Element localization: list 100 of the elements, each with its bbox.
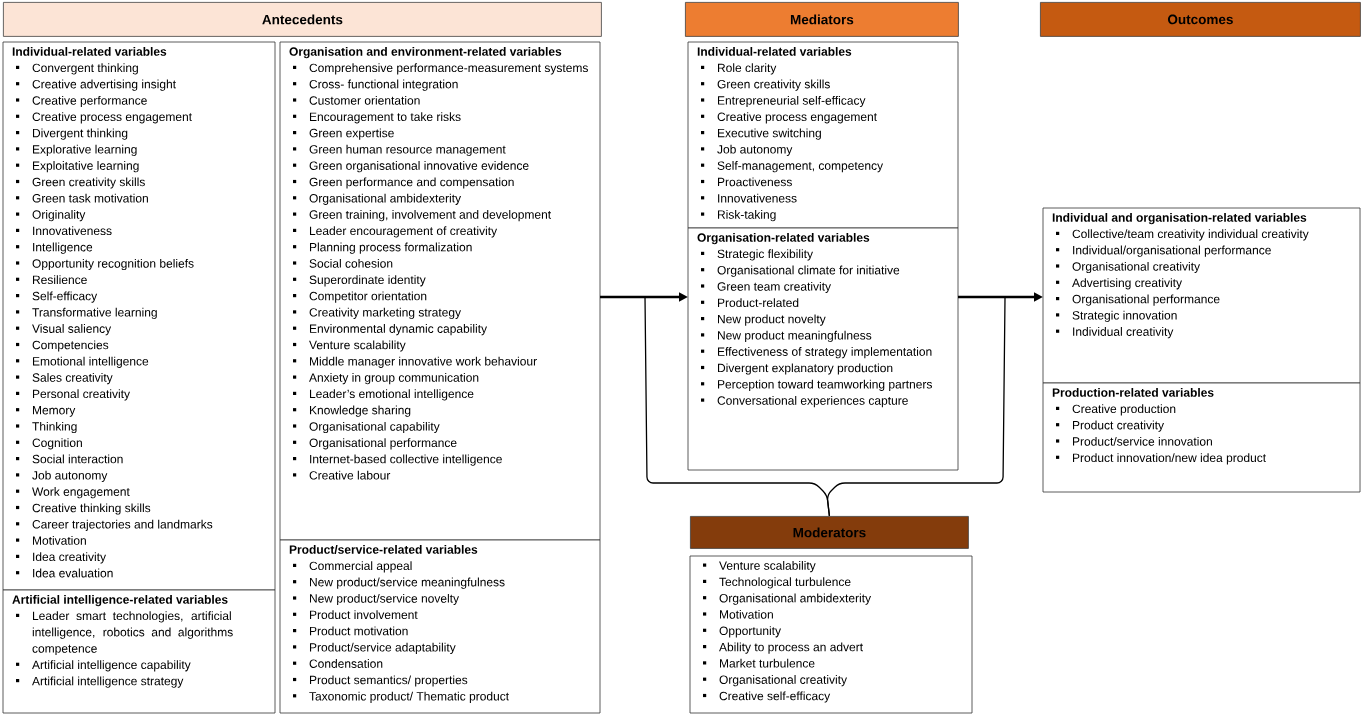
list-box bbox=[279, 539, 601, 714]
header-band: Mediators bbox=[685, 2, 959, 37]
bullet-item: Product innovation/new idea product bbox=[1056, 453, 1266, 465]
section-heading: Organisation-related variables bbox=[697, 233, 870, 245]
bullet-item: Knowledge sharing bbox=[293, 405, 411, 417]
bullet-item: Creative process engagement bbox=[16, 112, 192, 124]
bullet-item: Entrepreneurial self-efficacy bbox=[701, 95, 866, 108]
bullet-item: Technological turbulence bbox=[703, 577, 851, 589]
bullet-item: Organisational creativity bbox=[1056, 261, 1200, 274]
bullet-item: Organisational ambidexterity bbox=[293, 193, 461, 205]
bullet-item: Collective/team creativity individual creativity bbox=[1056, 229, 1309, 241]
bullet-item: Internet-based collective intelligence bbox=[293, 454, 502, 466]
list-box bbox=[1042, 207, 1361, 384]
bullet-item: Organisational creativity bbox=[703, 675, 847, 687]
bullet-item: Green team creativity bbox=[701, 281, 831, 294]
bullet-item: Cognition bbox=[16, 438, 82, 450]
bullet-item: Green training, involvement and development bbox=[293, 210, 551, 222]
bullet-item: Job autonomy bbox=[16, 470, 108, 482]
bullet-item: Convergent thinking bbox=[16, 63, 138, 75]
bullet-item: New product meaningfulness bbox=[701, 330, 872, 342]
bullet-item: Creative labour bbox=[293, 470, 391, 480]
bullet-item: Product/service innovation bbox=[1056, 436, 1212, 446]
bullet-item: Artificial intelligence strategy bbox=[16, 676, 184, 688]
bracket-line bbox=[827, 296, 1006, 517]
bullet-item: Perception toward teamworking partners bbox=[701, 379, 932, 391]
section-heading: Individual-related variables bbox=[12, 47, 167, 56]
bullet-item: Emotional intelligence bbox=[16, 356, 149, 368]
bullet-item: Green creativity skills bbox=[701, 79, 830, 91]
bullet-item: Product creativity bbox=[1056, 420, 1164, 432]
bullet-item: Condensation bbox=[293, 659, 383, 668]
bullet-item: Creative production bbox=[1056, 404, 1176, 416]
bullet-item: Product involvement bbox=[293, 610, 418, 619]
bullet-item: Creative self-efficacy bbox=[703, 691, 831, 703]
bullet-item: Creative performance bbox=[16, 95, 147, 108]
bullet-item: Competitor orientation bbox=[293, 291, 427, 303]
section-heading: Organisation and environment-related variables bbox=[289, 47, 562, 59]
bullet-item: Originality bbox=[16, 210, 86, 222]
bullet-item: Idea evaluation bbox=[16, 568, 113, 578]
bullet-item: Organisational performance bbox=[1056, 294, 1220, 306]
bullet-item: Individual/organisational performance bbox=[1056, 245, 1271, 257]
bullet-item: Venture scalability bbox=[293, 340, 406, 352]
bullet-item: Organisational performance bbox=[293, 438, 457, 450]
section-heading: Artificial intelligence-related variables bbox=[12, 595, 228, 607]
bullet-item: Green human resource management bbox=[293, 144, 506, 156]
bullet-item: Divergent thinking bbox=[16, 128, 128, 140]
bullet-item: Effectiveness of strategy implementation bbox=[701, 347, 932, 359]
bullet-item: Market turbulence bbox=[703, 658, 815, 668]
bullet-item: Customer orientation bbox=[293, 95, 420, 105]
bullet-item: Social interaction bbox=[16, 454, 123, 464]
bullet-item: Creative process engagement bbox=[701, 112, 877, 124]
bullet-item: Green expertise bbox=[293, 128, 394, 140]
bullet-item: Opportunity recognition beliefs bbox=[16, 258, 194, 271]
bullet-item: Executive switching bbox=[701, 128, 821, 140]
bullet-item: Middle manager innovative work behaviour bbox=[293, 356, 537, 368]
bullet-item: New product novelty bbox=[701, 314, 826, 326]
bullet-item: Intelligence bbox=[16, 242, 93, 254]
section-heading: Individual-related variables bbox=[697, 47, 852, 56]
bullet-item: Leader smart technologies, artificial intelligence, robotics and algorithms competence bbox=[16, 611, 233, 656]
bullet-item: Role clarity bbox=[701, 63, 777, 75]
bullet-item: Product/service adaptability bbox=[293, 642, 456, 654]
bullet-item: Memory bbox=[16, 406, 76, 417]
bullet-item: Resilience bbox=[16, 275, 87, 284]
bullet-item: Superordinate identity bbox=[293, 275, 426, 287]
bullet-item: Proactiveness bbox=[701, 177, 792, 187]
bullet-item: Green performance and compensation bbox=[293, 177, 514, 189]
section-heading: Production-related variables bbox=[1052, 388, 1214, 397]
bullet-item: Strategic flexibility bbox=[701, 249, 813, 261]
bullet-item: Advertising creativity bbox=[1056, 278, 1182, 290]
bullet-item: Transformative learning bbox=[16, 307, 157, 319]
bullet-item: Ability to process an advert bbox=[703, 642, 863, 654]
bullet-item: Work engagement bbox=[16, 487, 130, 499]
bullet-item: Conversational experiences capture bbox=[701, 396, 908, 408]
bullet-item: Explorative learning bbox=[16, 144, 137, 156]
bullet-item: Artificial intelligence capability bbox=[16, 660, 191, 672]
bullet-item: Comprehensive performance-measurement systems bbox=[293, 63, 588, 75]
bullet-item: New product/service meaningfulness bbox=[293, 577, 505, 589]
list-box bbox=[687, 227, 959, 471]
bullet-item: Product motivation bbox=[293, 626, 408, 636]
bullet-item: Product semantics/ properties bbox=[293, 675, 468, 687]
bullet-item: Organisational ambidexterity bbox=[703, 593, 872, 605]
bullet-item: Social cohesion bbox=[293, 258, 393, 268]
bullet-item: Innovativeness bbox=[16, 226, 112, 236]
bullet-item: Green creativity skills bbox=[16, 177, 145, 189]
bullet-item: Anxiety in group communication bbox=[293, 373, 479, 385]
bullet-item: Creative thinking skills bbox=[16, 503, 151, 515]
bullet-item: Venture scalability bbox=[703, 561, 816, 573]
bullet-item: Competencies bbox=[16, 340, 109, 352]
bullet-item: Self-management, competency bbox=[701, 161, 884, 173]
bullet-item: Self-efficacy bbox=[16, 291, 98, 303]
bullet-item: Divergent explanatory production bbox=[701, 363, 893, 375]
bullet-item: Thinking bbox=[16, 421, 77, 434]
bullet-item: Exploitative learning bbox=[16, 161, 139, 173]
bullet-item: Idea creativity bbox=[16, 552, 106, 564]
section-heading: Product/service-related variables bbox=[289, 545, 478, 554]
bullet-item: Leader encouragement of creativity bbox=[293, 226, 498, 238]
bullet-item: Motivation bbox=[703, 609, 773, 619]
bullet-item: Organisational climate for initiative bbox=[701, 265, 900, 277]
header-band: Outcomes bbox=[1040, 2, 1361, 37]
bullet-item: Innovativeness bbox=[701, 193, 797, 203]
header-band: Antecedents bbox=[3, 2, 602, 37]
